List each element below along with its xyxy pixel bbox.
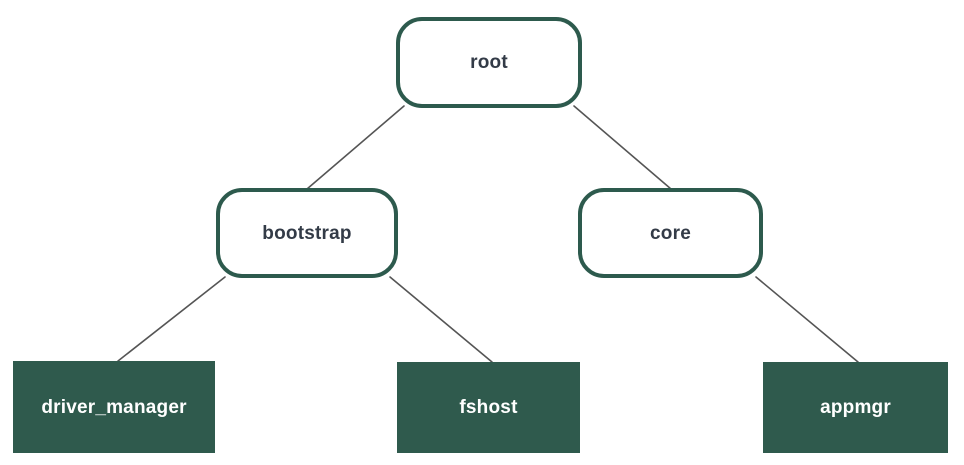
node-label-core: core	[650, 222, 691, 244]
node-label-driver-manager: driver_manager	[41, 396, 187, 418]
node-label-bootstrap: bootstrap	[262, 222, 352, 244]
node-label-root: root	[470, 52, 508, 73]
node-driver-manager[interactable]: driver_manager	[13, 361, 215, 453]
edge-core-appmgr	[755, 276, 859, 363]
edge-root-core	[573, 105, 672, 190]
node-core[interactable]: core	[578, 188, 763, 278]
node-fshost[interactable]: fshost	[397, 362, 580, 453]
edge-root-bootstrap	[306, 105, 405, 190]
edge-bootstrap-fshost	[389, 276, 493, 363]
node-label-appmgr: appmgr	[820, 397, 891, 418]
node-bootstrap[interactable]: bootstrap	[216, 188, 398, 278]
node-label-fshost: fshost	[459, 397, 518, 418]
node-appmgr[interactable]: appmgr	[763, 362, 948, 453]
node-root[interactable]: root	[396, 17, 582, 108]
edge-bootstrap-driver_manager	[117, 276, 226, 362]
